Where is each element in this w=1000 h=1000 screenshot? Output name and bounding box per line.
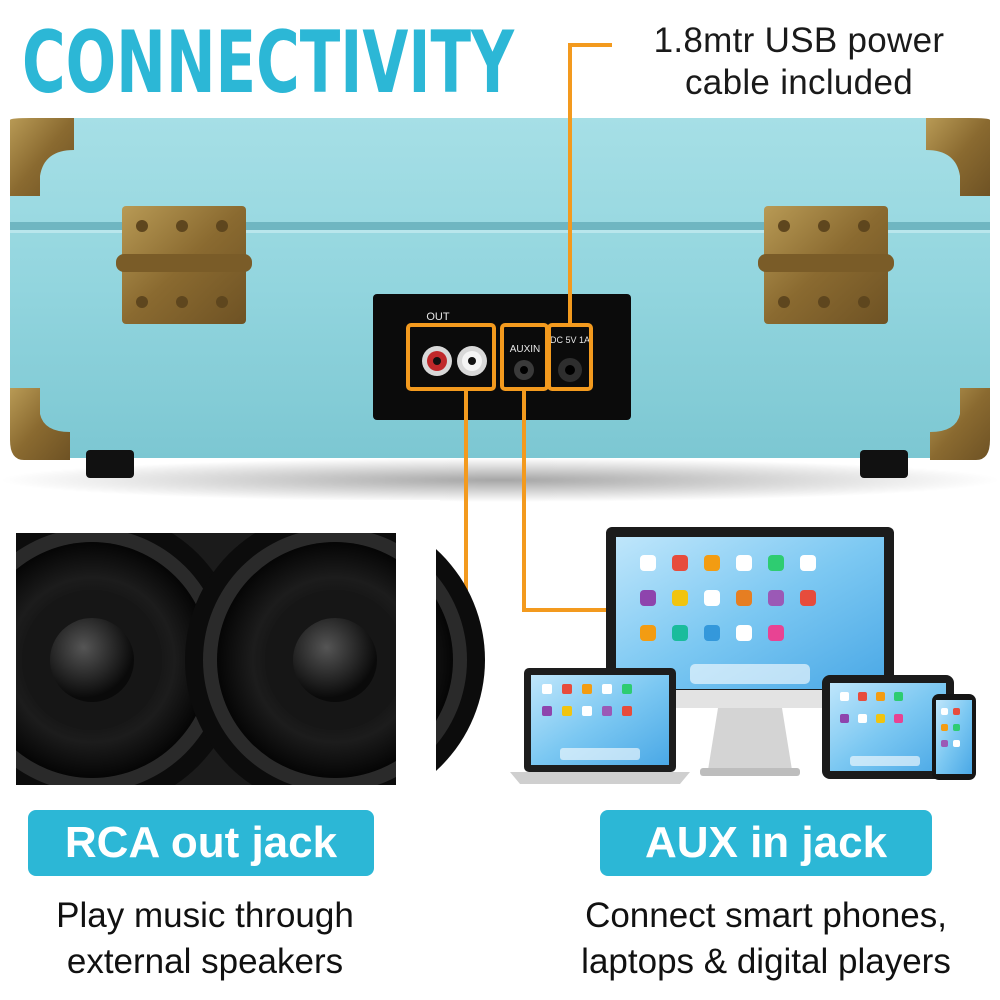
dc-label: DC 5V 1A [550,335,590,345]
aux-in-label: AUXIN [510,344,541,355]
aux-in-badge: AUX in jack [600,810,932,876]
rca-red-jack[interactable] [422,346,452,376]
rca-white-jack[interactable] [457,346,487,376]
rca-caption-line1: Play music through [56,896,354,935]
monitor-icon [606,527,894,776]
phone-icon [932,694,976,780]
usb-callout-line [568,43,612,325]
case-foot-right [860,450,908,478]
headline-text: CONNECTIVITY [22,13,515,108]
usb-callout-line1: 1.8mtr USB power [653,21,945,60]
rca-caption-line2: external speakers [66,942,344,981]
dc-power-jack[interactable] [558,358,582,382]
corner-protector [10,118,74,196]
usb-callout: 1.8mtr USB power cable included [614,20,984,104]
corner-protector [926,118,990,196]
usb-callout-line2: cable included [685,63,913,102]
aux-caption-line2: laptops & digital players [581,942,951,981]
headline: CONNECTIVITY [22,13,515,108]
hinge-right [758,206,894,324]
speaker-icon [0,500,485,815]
connector-panel: OUT AUXIN DC 5V 1A [373,294,631,420]
rca-highlight [406,323,496,391]
case-foot-left [86,450,134,478]
aux-in-caption: Connect smart phones, laptops & digital … [534,893,998,985]
out-label: OUT [426,311,450,323]
corner-protector [10,388,70,460]
aux-in-jack[interactable] [514,360,534,380]
laptop-icon [510,668,690,784]
devices-illustration [510,527,976,784]
aux-caption-line1: Connect smart phones, [585,896,947,935]
turntable-case [10,118,990,478]
hinge-left [116,206,252,324]
aux-callout-line [522,389,612,612]
tablet-icon [822,675,954,779]
monitor-app-icons [640,555,816,684]
rca-out-badge: RCA out jack [28,810,374,876]
rca-out-caption: Play music through external speakers [0,893,410,985]
corner-protector [930,388,990,460]
